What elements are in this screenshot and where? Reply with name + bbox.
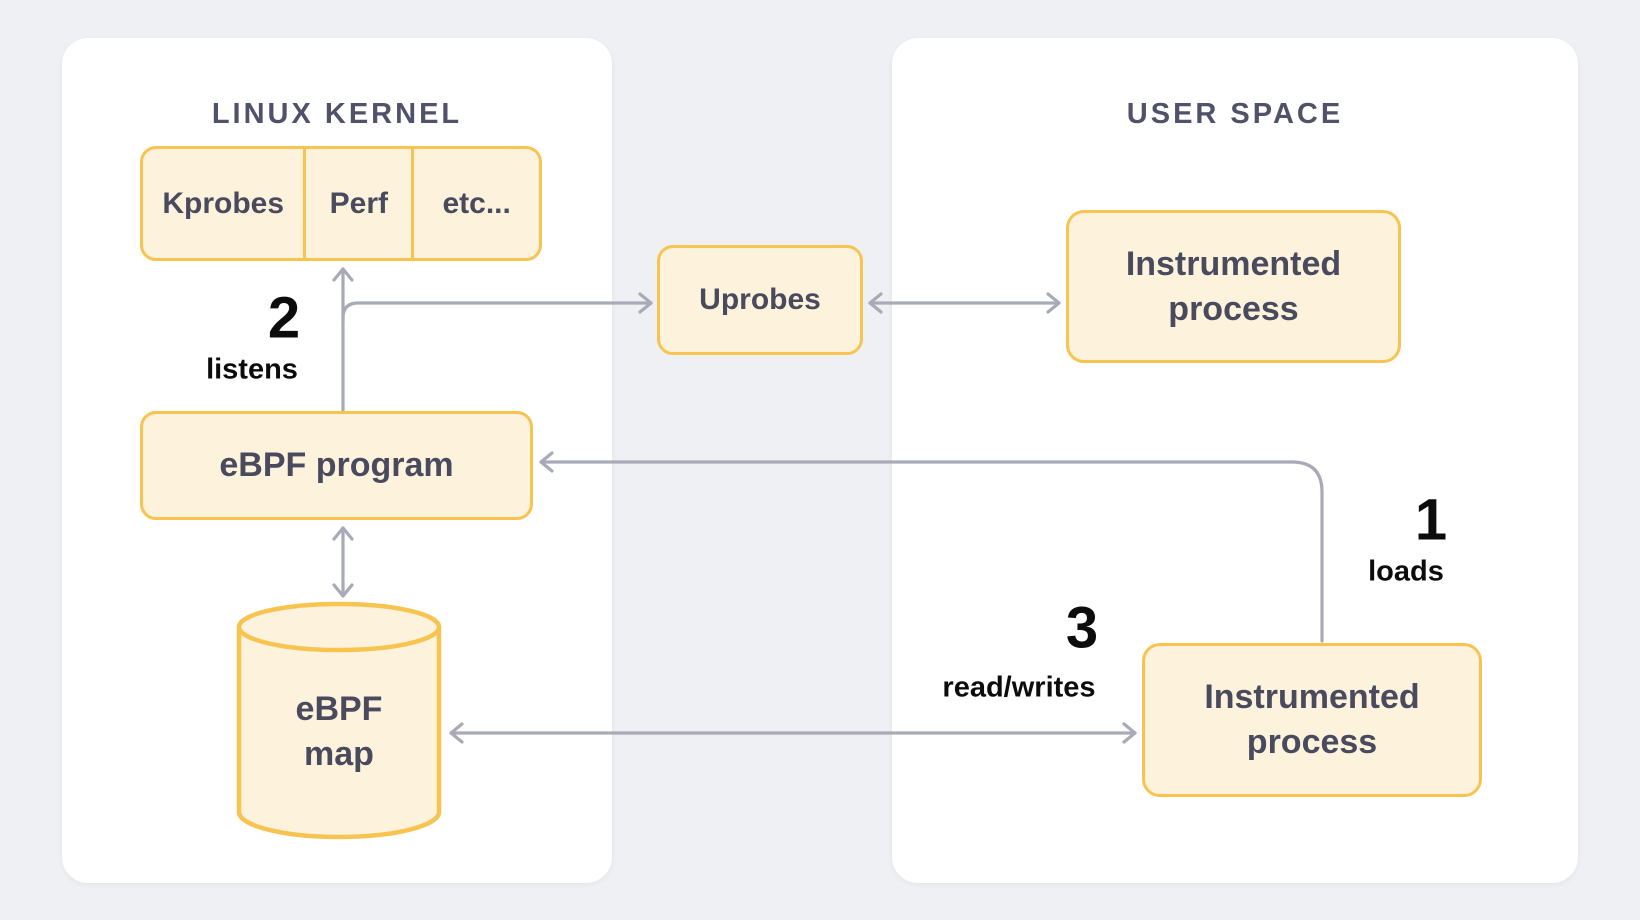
instrumented-process-bottom-label: Instrumented process (1204, 678, 1420, 761)
instrumented-process-top-label: Instrumented process (1125, 244, 1342, 328)
instrumented-process-top-node: Instrumented process (1066, 210, 1401, 363)
step-1-label: loads (1368, 555, 1444, 588)
probe-cell-kprobes: Kprobes (162, 186, 285, 220)
probe-sources-box: Kprobes Perf etc... (140, 146, 542, 261)
connector-loads (539, 451, 1324, 643)
probe-cell-etc: etc... (411, 149, 539, 258)
uprobes-node: Uprobes (657, 245, 863, 355)
step-3-number: 3 (1065, 595, 1099, 661)
step-1-number: 1 (1414, 487, 1448, 553)
probe-cell-perf: Perf (303, 149, 411, 258)
step-2-number: 2 (267, 285, 301, 351)
ebpf-program-node: eBPF program (140, 411, 533, 520)
linux-kernel-title: LINUX KERNEL (211, 98, 463, 130)
user-space-title: USER SPACE (1126, 98, 1344, 130)
step-3-label: read/writes (942, 671, 1096, 704)
database-cylinder-icon (236, 601, 442, 840)
connector-to-uprobes (341, 292, 653, 324)
uprobes-label: Uprobes (699, 283, 821, 316)
ebpf-map-label: eBPF map (295, 690, 383, 773)
step-2-label: listens (206, 353, 298, 386)
ebpf-map-node: eBPF map (235, 601, 443, 840)
ebpf-program-label: eBPF program (219, 446, 454, 484)
instrumented-process-bottom-node: Instrumented process (1142, 643, 1482, 797)
